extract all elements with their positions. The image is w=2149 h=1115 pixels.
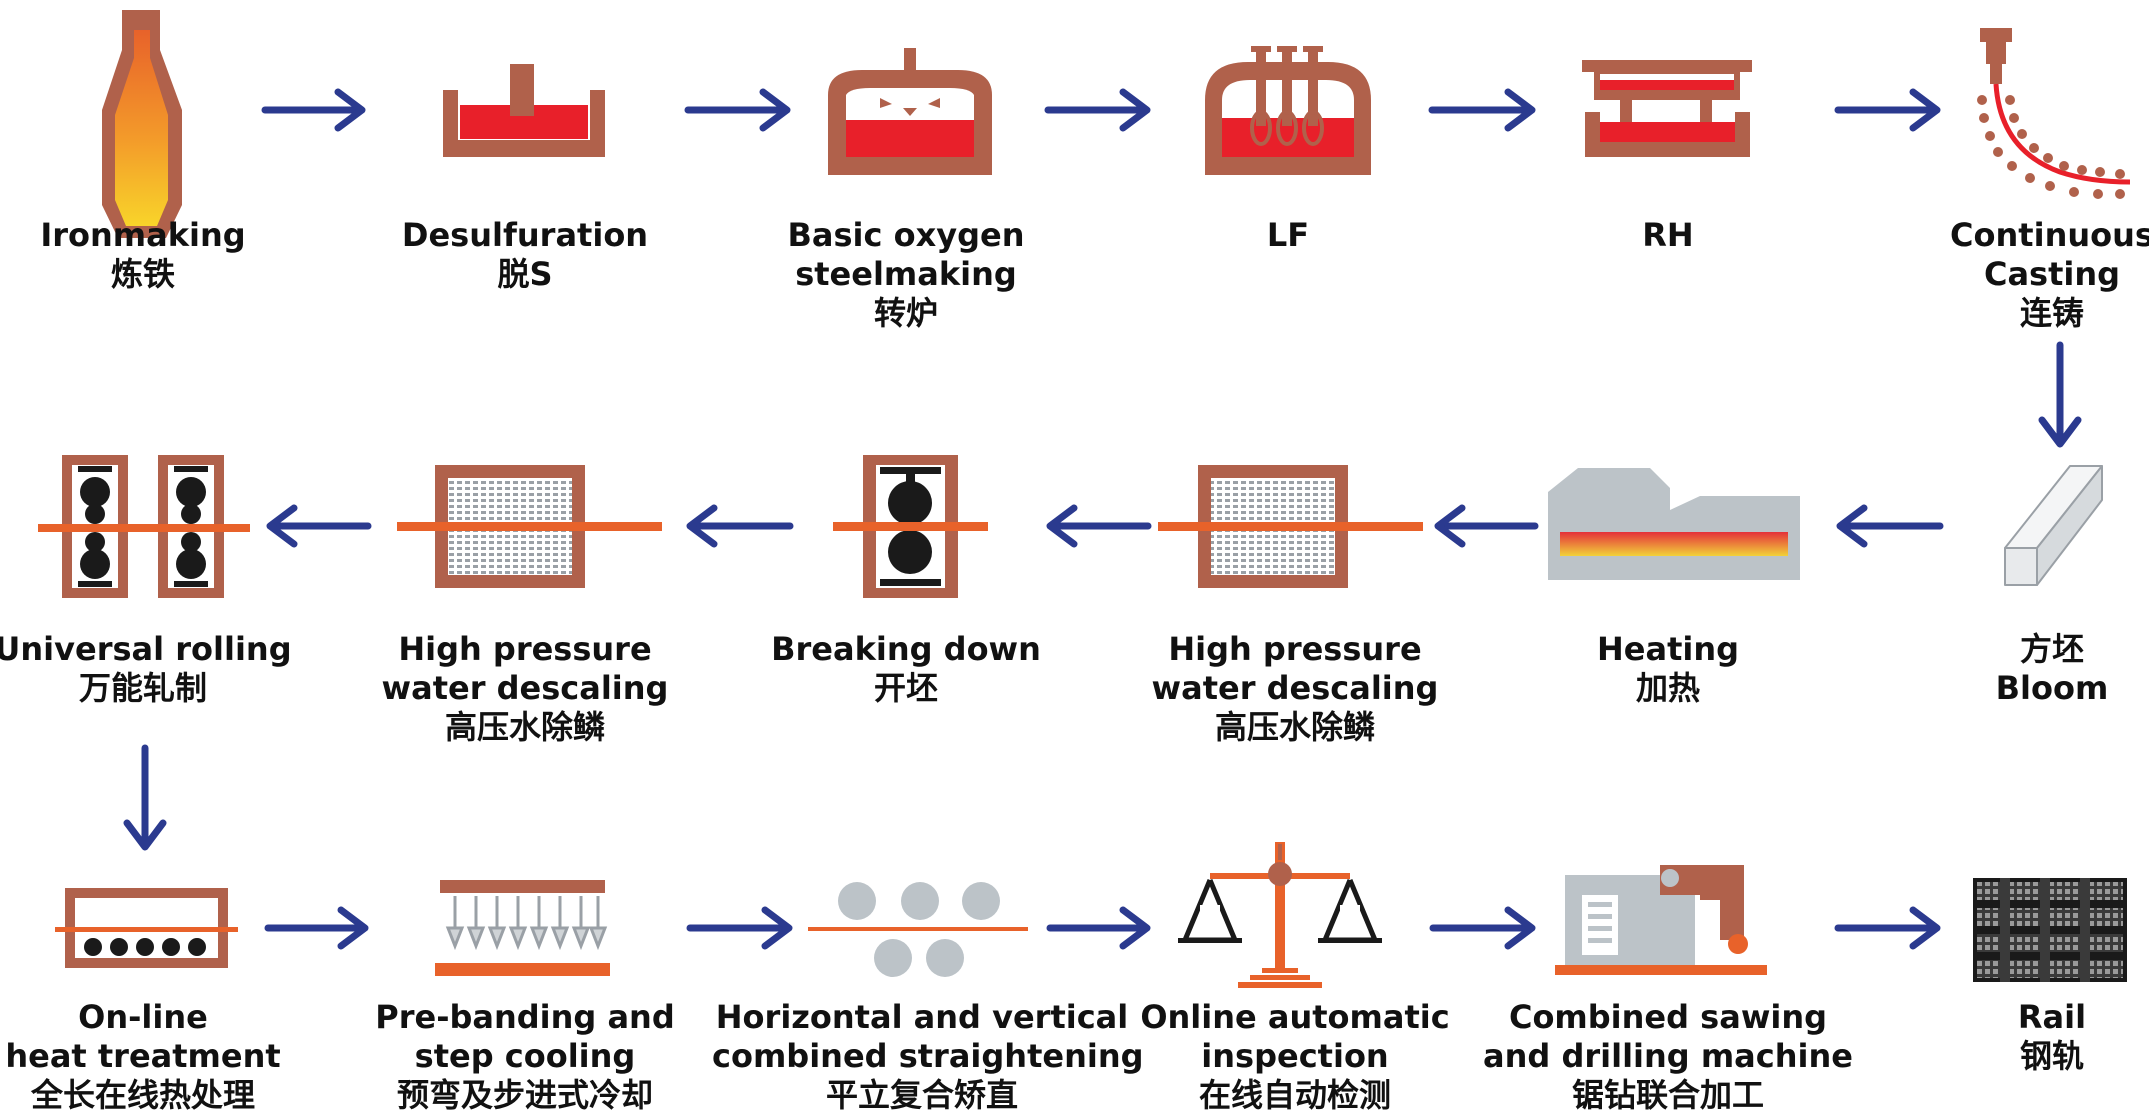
sawing-label-en-1: Combined sawing [1508, 998, 1828, 1036]
arrow-heating-to-descaling2 [1434, 504, 1539, 548]
heat-treatment-icon [55, 888, 238, 968]
inspection-scale-icon [1178, 842, 1382, 988]
cooling-label-en-2: step cooling [414, 1037, 636, 1075]
cooling-label: Pre-banding and step cooling 预弯及步进式冷却 [315, 998, 735, 1115]
arrow-sawing-to-rail [1834, 906, 1941, 950]
straightening-label-zh: 平立复合矫直 [825, 1076, 1018, 1114]
arrow-straightening-to-inspection [1046, 906, 1151, 950]
rh-label: RH [1458, 216, 1878, 255]
straightening-label: Horizontal and vertical combined straigh… [712, 998, 1144, 1115]
desulfuration-label-zh: 脱S [497, 255, 553, 293]
heat-treatment-label-en-1: On-line [78, 998, 208, 1036]
casting-label-zh: 连铸 [2019, 294, 2084, 332]
arrow-ironmaking-to-desulfuration [261, 88, 366, 132]
desulfuration-label-en: Desulfuration [401, 216, 649, 254]
arrow-descaling1-to-universal [266, 504, 372, 548]
rh-degasser-icon [1582, 60, 1752, 157]
ironmaking-label: Ironmaking 炼铁 [0, 216, 353, 294]
arrow-cooling-to-straightening [686, 906, 793, 950]
inspection-label-en-1: Online automatic [1140, 998, 1450, 1036]
heating-furnace-icon [1548, 468, 1800, 580]
descaling1-label-en-2: water descaling [381, 669, 669, 707]
breaking-down-stand-icon [833, 455, 988, 598]
heating-label-en: Heating [1596, 630, 1740, 668]
lf-label: LF [1078, 216, 1498, 255]
descaling-unit-2-icon [1158, 465, 1423, 588]
rail-label-zh: 钢轨 [2019, 1037, 2084, 1075]
bof-label: Basic oxygen steelmaking 转炉 [696, 216, 1116, 333]
breaking-down-label: Breaking down 开坯 [696, 630, 1116, 708]
sawing-label-en-2: and drilling machine [1483, 1037, 1853, 1075]
bloom-billet-icon [2004, 465, 2103, 586]
sawing-drilling-machine-icon [1555, 865, 1767, 975]
universal-rolling-label-zh: 万能轧制 [78, 669, 207, 707]
descaling2-label-en-1: High pressure [1168, 630, 1422, 668]
arrow-bof-to-lf [1044, 88, 1151, 132]
casting-label: Continuous Casting 连铸 [1842, 216, 2149, 333]
descaling2-label-zh: 高压水除鳞 [1214, 708, 1375, 746]
cooling-label-zh: 预弯及步进式冷却 [396, 1076, 653, 1114]
heating-label: Heating 加热 [1458, 630, 1878, 708]
ironmaking-label-zh: 炼铁 [110, 255, 175, 293]
ironmaking-label-en: Ironmaking [40, 216, 246, 254]
universal-rolling-label: Universal rolling 万能轧制 [0, 630, 353, 708]
arrow-heat-treatment-to-cooling [264, 906, 369, 950]
bloom-label-en: Bloom [1995, 669, 2109, 707]
bof-label-en-2: steelmaking [795, 255, 1017, 293]
desulfuration-icon [443, 64, 605, 157]
ironmaking-icon [102, 10, 182, 238]
arrow-inspection-to-sawing [1429, 906, 1536, 950]
heating-label-zh: 加热 [1635, 669, 1700, 707]
rail-label: Rail 钢轨 [1842, 998, 2149, 1076]
lf-label-en: LF [1266, 216, 1310, 254]
bof-converter-icon [828, 48, 992, 175]
descaling1-label: High pressure water descaling 高压水除鳞 [315, 630, 735, 747]
descaling1-label-zh: 高压水除鳞 [444, 708, 605, 746]
arrow-universal-to-heat-treatment [123, 744, 167, 851]
inspection-label: Online automatic inspection 在线自动检测 [1085, 998, 1505, 1115]
arrow-casting-to-bloom [2038, 341, 2082, 448]
desulfuration-label: Desulfuration 脱S [315, 216, 735, 294]
inspection-label-en-2: inspection [1201, 1037, 1389, 1075]
cooling-label-en-1: Pre-banding and [375, 998, 675, 1036]
descaling2-label-en-2: water descaling [1151, 669, 1439, 707]
arrow-lf-to-rh [1428, 88, 1536, 132]
straightening-label-en-2: combined straightening [712, 1037, 1144, 1075]
arrow-descaling2-to-breaking [1046, 504, 1152, 548]
step-cooling-icon [435, 880, 610, 976]
heat-treatment-label: On-line heat treatment 全长在线热处理 [0, 998, 353, 1115]
descaling2-label: High pressure water descaling 高压水除鳞 [1085, 630, 1505, 747]
rh-label-en: RH [1642, 216, 1694, 254]
bof-label-en-1: Basic oxygen [787, 216, 1025, 254]
arrow-rh-to-casting [1834, 88, 1941, 132]
arrow-desulfuration-to-bof [684, 88, 791, 132]
descaling-unit-1-icon [397, 465, 662, 588]
casting-label-en-1: Continuous [1950, 216, 2149, 254]
bloom-label-zh: 方坯 [2019, 630, 2084, 668]
bloom-label: 方坯 Bloom [1842, 630, 2149, 708]
arrow-bloom-to-heating [1836, 504, 1944, 548]
universal-rolling-label-en: Universal rolling [0, 630, 292, 668]
breaking-down-label-zh: 开坯 [873, 669, 938, 707]
straightening-rollers-icon [808, 882, 1028, 977]
rail-label-en: Rail [2017, 998, 2087, 1036]
casting-label-en-2: Casting [1983, 255, 2121, 293]
straightening-label-en-1: Horizontal and vertical [715, 998, 1129, 1036]
heat-treatment-label-en-2: heat treatment [5, 1037, 281, 1075]
lf-ladle-furnace-icon [1205, 46, 1371, 175]
sawing-label: Combined sawing and drilling machine 锯钻联… [1458, 998, 1878, 1115]
universal-rolling-icon [38, 455, 250, 598]
heat-treatment-label-zh: 全长在线热处理 [30, 1076, 255, 1114]
bof-label-zh: 转炉 [873, 294, 938, 332]
descaling1-label-en-1: High pressure [398, 630, 652, 668]
rail-product-icon [1973, 878, 2127, 982]
sawing-label-zh: 锯钻联合加工 [1571, 1076, 1764, 1114]
breaking-down-label-en: Breaking down [771, 630, 1041, 668]
inspection-label-zh: 在线自动检测 [1198, 1076, 1391, 1114]
continuous-casting-icon [1977, 28, 2131, 199]
arrow-breaking-to-descaling1 [686, 504, 794, 548]
